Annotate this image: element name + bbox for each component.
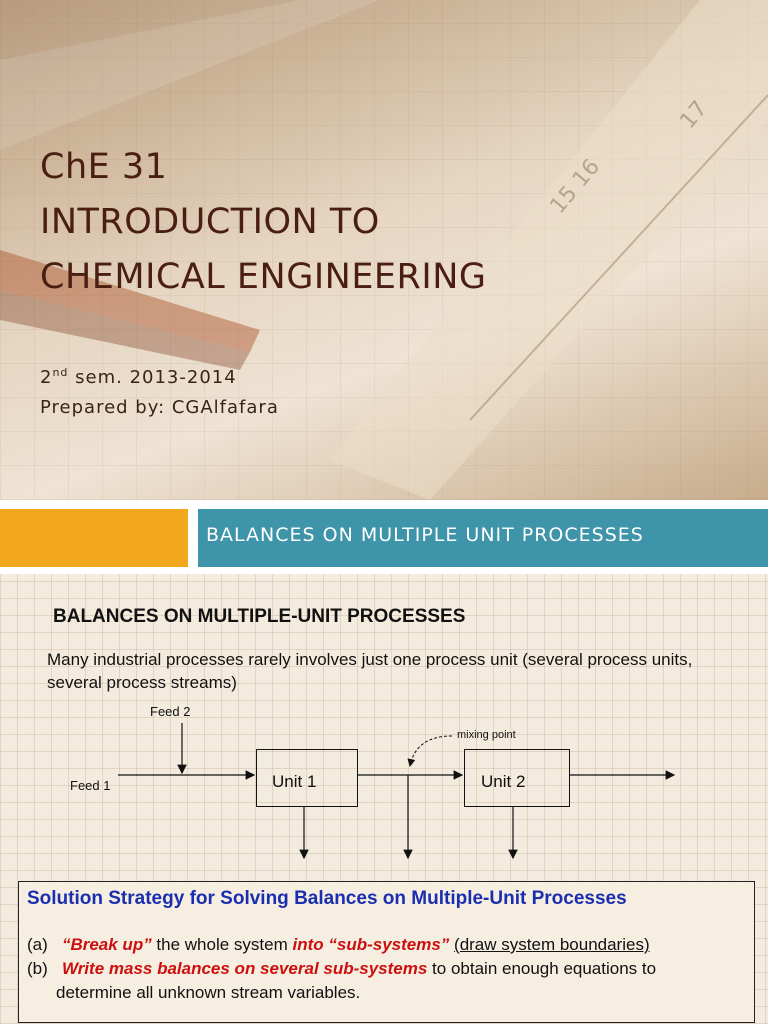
intro-paragraph: Many industrial processes rarely involve… <box>47 650 693 692</box>
unit2-box <box>464 749 570 807</box>
unit1-box <box>256 749 358 807</box>
title-line-course-code: ChE 31 <box>40 147 168 187</box>
process-flow-diagram <box>118 723 676 860</box>
item-b-continuation: determine all unknown stream variables. <box>56 983 361 1002</box>
system-boundaries-note: (draw system boundaries) <box>454 935 650 954</box>
feed2-label: Feed 2 <box>150 704 191 719</box>
feed1-label: Feed 1 <box>70 778 111 793</box>
item-b-marker: (b) <box>27 959 48 978</box>
unit1-label: Unit 1 <box>272 772 317 791</box>
section-title-bar <box>198 509 768 567</box>
pencil-ruler-photo: 15 16 17 <box>0 0 768 500</box>
semester-ordinal: 2 <box>40 367 53 388</box>
section-band: BALANCES ON MULTIPLE UNIT PROCESSES <box>0 505 768 568</box>
item-a-marker: (a) <box>27 935 48 954</box>
course-title: ChE 31 INTRODUCTION TO CHEMICAL ENGINEER… <box>40 140 487 305</box>
semester-line: 2nd sem. 2013-2014 <box>40 358 279 393</box>
subtitle-block: 2nd sem. 2013-2014 Prepared by: CGAlfafa… <box>40 358 279 423</box>
slide-heading: BALANCES ON MULTIPLE-UNIT PROCESSES <box>53 606 466 627</box>
break-up-emphasis: “Break up” <box>61 935 152 954</box>
strategy-item-b: (b) Write mass balances on several sub-s… <box>27 958 656 980</box>
semester-ordinal-suffix: nd <box>52 366 69 379</box>
title-slide: 15 16 17 ChE 31 INTRODUCTION TO CHEMICAL… <box>0 0 768 500</box>
unit2-label: Unit 2 <box>481 772 526 791</box>
semester-text: sem. 2013-2014 <box>68 367 237 388</box>
mixing-point-leader <box>407 735 453 767</box>
item-b-text: to obtain enough equations to <box>427 959 657 978</box>
strategy-item-a: (a) “Break up” the whole system into “su… <box>27 934 650 956</box>
content-slide: BALANCES ON MULTIPLE-UNIT PROCESSES Many… <box>0 574 768 1024</box>
solution-strategy-box: Solution Strategy for Solving Balances o… <box>18 881 755 1023</box>
mixing-point-label: mixing point <box>457 729 516 741</box>
section-title: BALANCES ON MULTIPLE UNIT PROCESSES <box>206 524 644 546</box>
sub-systems-emphasis: into “sub-systems” <box>292 935 450 954</box>
section-accent-block <box>0 509 188 567</box>
title-line-intro: INTRODUCTION TO <box>40 202 380 242</box>
mass-balances-emphasis: Write mass balances on several sub-syste… <box>61 959 428 978</box>
item-a-text: the whole system <box>151 935 293 954</box>
title-line-subject: CHEMICAL ENGINEERING <box>40 257 487 297</box>
prepared-by: Prepared by: CGAlfafara <box>40 397 279 418</box>
strategy-title: Solution Strategy for Solving Balances o… <box>27 888 627 909</box>
